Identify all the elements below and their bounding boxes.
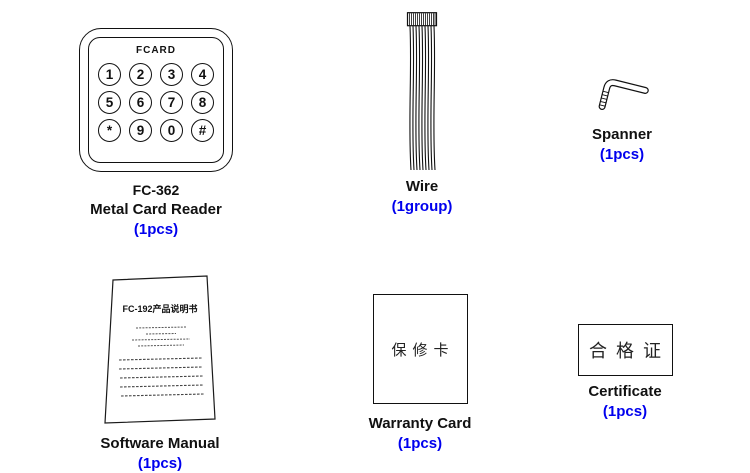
certificate-illustration: 合格证 [577, 324, 673, 376]
item-wire: Wire (1group) [352, 12, 492, 217]
keypad-key-2: 2 [129, 63, 152, 86]
item-certificate: 合格证 Certificate (1pcs) [555, 324, 695, 422]
spanner-caption: Spanner (1pcs) [552, 125, 692, 165]
certificate-label: 合格证 [589, 341, 670, 361]
card-reader-illustration: FCARD 1 2 3 4 5 6 7 8 * 9 0 # [79, 28, 233, 172]
spanner-icon [590, 70, 654, 124]
keypad-key-4: 4 [191, 63, 214, 86]
keypad-key-1: 1 [98, 63, 121, 86]
item-quantity: (1group) [391, 198, 453, 215]
manual-title: FC-192产品说明书 [122, 303, 197, 314]
item-warranty-card: 保修卡 Warranty Card (1pcs) [350, 294, 490, 454]
item-name: Metal Card Reader [90, 201, 222, 218]
wire-illustration [406, 12, 438, 171]
keypad-keys: 1 2 3 4 5 6 7 8 * 9 0 # [89, 63, 223, 142]
card-reader-caption: FC-362 Metal Card Reader (1pcs) [56, 180, 256, 240]
item-name: Certificate [588, 383, 662, 400]
item-card-reader: FCARD 1 2 3 4 5 6 7 8 * 9 0 # FC-362 [56, 28, 256, 240]
item-quantity: (1pcs) [137, 455, 183, 472]
item-software-manual: FC-192产品说明书 Software Manual (1pcs) [90, 274, 230, 473]
keypad-panel: FCARD 1 2 3 4 5 6 7 8 * 9 0 # [88, 37, 224, 163]
keypad-key-8: 8 [191, 91, 214, 114]
warranty-card-label: 保修卡 [391, 342, 455, 359]
manual-caption: Software Manual (1pcs) [90, 434, 230, 473]
keypad-key-star: * [98, 119, 121, 142]
model-number: FC-362 [132, 182, 180, 198]
keypad-key-hash: # [191, 119, 214, 142]
item-spanner: Spanner (1pcs) [552, 76, 692, 165]
warranty-caption: Warranty Card (1pcs) [350, 414, 490, 454]
keypad-key-5: 5 [98, 91, 121, 114]
manual-illustration: FC-192产品说明书 [104, 275, 216, 424]
item-name: Wire [405, 178, 439, 195]
wire-caption: Wire (1group) [352, 177, 492, 217]
keypad-key-0: 0 [160, 119, 183, 142]
item-quantity: (1pcs) [602, 403, 648, 420]
item-quantity: (1pcs) [397, 435, 443, 452]
item-name: Warranty Card [368, 415, 472, 432]
keypad-key-7: 7 [160, 91, 183, 114]
keypad-key-3: 3 [160, 63, 183, 86]
item-name: Software Manual [100, 435, 220, 452]
brand-logo: FCARD [136, 45, 176, 56]
item-quantity: (1pcs) [599, 146, 645, 163]
warranty-card-illustration: 保修卡 [372, 294, 468, 404]
certificate-caption: Certificate (1pcs) [555, 382, 695, 422]
keypad-key-9: 9 [129, 119, 152, 142]
keypad-key-6: 6 [129, 91, 152, 114]
item-name: Spanner [591, 126, 652, 143]
item-quantity: (1pcs) [133, 221, 179, 238]
